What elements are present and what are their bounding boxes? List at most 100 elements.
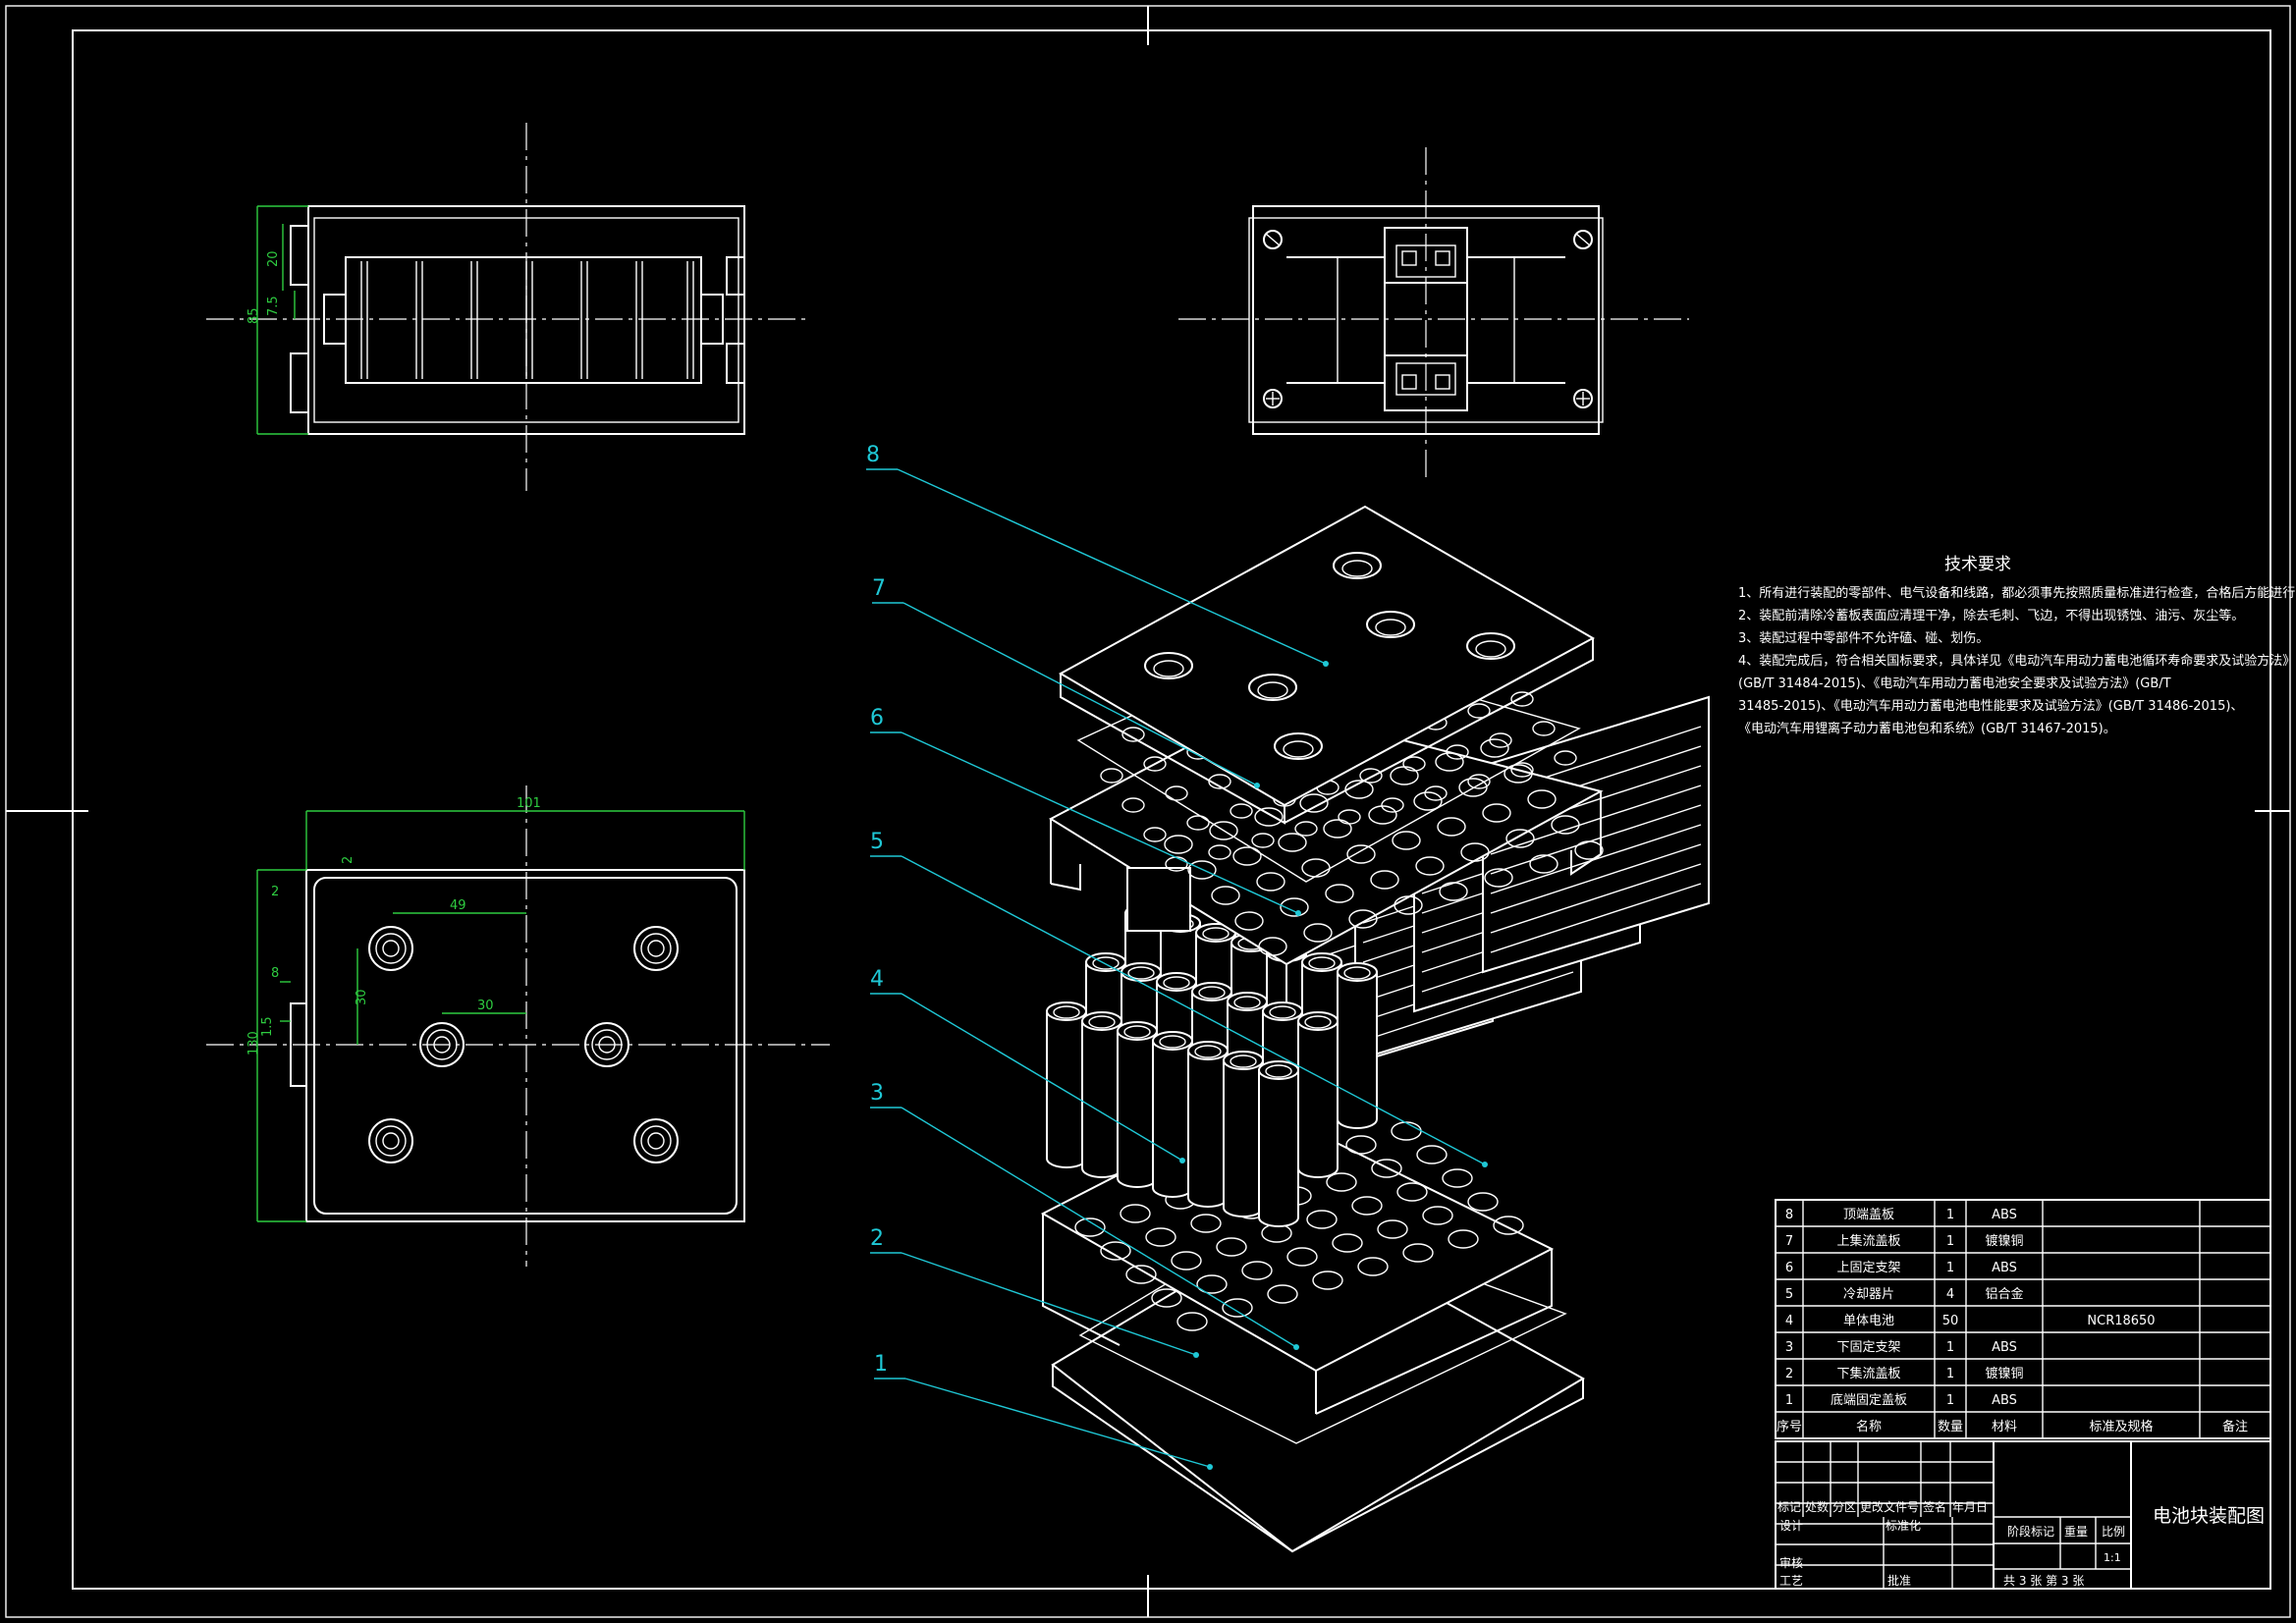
dim-label: 2 <box>341 856 355 864</box>
sign-header: 处数 <box>1805 1499 1829 1514</box>
leader-dot <box>1323 661 1329 667</box>
mounting-hole <box>1475 640 1506 658</box>
bom-header-cell: 序号 <box>1777 1420 1802 1434</box>
collector-hole <box>1359 768 1383 784</box>
tech-requirement-line: 2、装配前清除冷蓄板表面应清理干净，除去毛刺、飞边，不得出现锈蚀、油污、灰尘等。 <box>1738 608 2244 623</box>
leader-line <box>901 1252 1197 1356</box>
bolt-hole <box>598 1036 616 1054</box>
bom-cell: 4 <box>1946 1287 1954 1302</box>
holder-hole <box>1357 1257 1389 1276</box>
bom-cell: 镀镍铜 <box>1985 1366 2023 1381</box>
holder-hole <box>1325 884 1354 903</box>
holder-hole <box>1346 844 1376 864</box>
holder-hole <box>1527 789 1557 809</box>
role-label: 批准 <box>1887 1573 1911 1588</box>
holder-hole <box>1439 882 1468 901</box>
bolt-hole <box>640 933 672 964</box>
battery-cell-top <box>1230 1055 1257 1068</box>
battery-cell-top <box>1159 1035 1186 1049</box>
holder-hole <box>1422 1206 1453 1225</box>
bom-cell: 单体电池 <box>1843 1314 1894 1328</box>
bolt-hole <box>584 1022 629 1067</box>
holder-hole <box>1280 897 1309 917</box>
tech-requirement-line: (GB/T 31484-2015)、《电动汽车用动力蓄电池安全要求及试验方法》(… <box>1738 676 2171 691</box>
mounting-hole <box>1333 552 1382 579</box>
leader-dot <box>1193 1352 1199 1358</box>
collector-hole <box>1446 744 1469 760</box>
battery-cell <box>1117 1030 1158 1188</box>
cooling-channel <box>1490 824 1702 894</box>
top-view: 20 7.5 85 <box>206 123 805 491</box>
holder-hole <box>1460 842 1490 862</box>
holder-hole <box>1299 793 1329 813</box>
role-label: 工艺 <box>1779 1574 1803 1588</box>
bom-cell: 下固定支架 <box>1836 1340 1900 1355</box>
role-label: 审核 <box>1779 1555 1803 1570</box>
holder-hole <box>1482 803 1511 823</box>
collector-hole <box>1424 785 1448 801</box>
holder-hole <box>1402 1243 1434 1263</box>
holder-hole <box>1074 1217 1106 1237</box>
holder-hole <box>1529 854 1558 874</box>
holder-hole <box>1211 886 1240 905</box>
collector-hole <box>1230 803 1253 819</box>
bom-cell: 1 <box>1946 1393 1954 1408</box>
bolt-hole <box>633 926 679 971</box>
holder-hole <box>1344 780 1374 799</box>
sign-header: 标记 <box>1777 1500 1801 1514</box>
battery-cell <box>1152 1040 1193 1198</box>
holder-hole <box>1306 1210 1338 1229</box>
battery-cell <box>1046 1010 1087 1168</box>
cooling-channel <box>1490 843 1702 914</box>
holder-hole <box>1326 1172 1357 1192</box>
battery-cell-top <box>1269 1005 1296 1019</box>
tech-requirement-line: 3、装配过程中零部件不允许磕、碰、划伤。 <box>1738 630 1989 646</box>
bolt-hole <box>591 1029 623 1060</box>
tech-requirement-line: 4、装配完成后，符合相关国标要求，具体详见《电动汽车用动力蓄电池循环寿命要求及试… <box>1738 653 2295 669</box>
bom-cell: 上固定支架 <box>1836 1261 1900 1275</box>
bom-header-cell: 数量 <box>1938 1420 1963 1434</box>
collector-hole <box>1554 750 1577 766</box>
holder-hole <box>1267 1284 1298 1304</box>
leader-line <box>901 993 1183 1162</box>
holder-hole <box>1368 805 1397 825</box>
holder-hole <box>1415 856 1445 876</box>
holder-hole <box>1125 1265 1157 1284</box>
holder-hole <box>1100 1241 1131 1261</box>
holder-hole <box>1435 752 1464 772</box>
collector-hole <box>1208 774 1231 789</box>
bom-cell: 1 <box>1946 1234 1954 1249</box>
balloon-number: 3 <box>870 1081 884 1106</box>
collector-hole <box>1186 815 1210 831</box>
bom-cell: ABS <box>1992 1261 2017 1275</box>
collector-hole <box>1121 797 1145 813</box>
cooling-channel <box>1490 883 1702 953</box>
collector-hole <box>1251 833 1275 848</box>
battery-cell-top <box>1092 956 1120 970</box>
mounting-hole <box>1341 560 1373 577</box>
tech-requirements: 技术要求 1、所有进行装配的零部件、电气设备和线路，都必须事先按照质量标准进行检… <box>1738 555 2296 736</box>
bolt-hole <box>640 1125 672 1157</box>
tech-requirements-title: 技术要求 <box>1944 555 2011 574</box>
bom-cell: 50 <box>1942 1314 1959 1328</box>
battery-cell-top <box>1308 956 1336 970</box>
battery-cell <box>1258 1069 1299 1227</box>
holder-hole <box>1396 1182 1428 1202</box>
cooling-channel <box>1490 804 1702 875</box>
stage-label: 阶段标记 <box>2007 1524 2054 1539</box>
battery-cell <box>1081 1020 1122 1178</box>
bom-cell: 6 <box>1785 1261 1793 1275</box>
collector-hole <box>1165 785 1188 801</box>
holder-hole <box>1278 833 1307 852</box>
mounting-hole <box>1466 632 1515 660</box>
battery-cell <box>1187 1050 1229 1208</box>
battery-cell <box>1297 1020 1339 1178</box>
sign-header: 更改文件号 <box>1860 1499 1919 1514</box>
bolt-hole <box>647 940 665 957</box>
mounting-hole <box>1375 619 1406 636</box>
battery-cell-top <box>1343 966 1371 980</box>
mounting-hole <box>1366 611 1415 638</box>
holder-hole <box>1394 895 1423 915</box>
weight-label: 重量 <box>2064 1525 2088 1539</box>
